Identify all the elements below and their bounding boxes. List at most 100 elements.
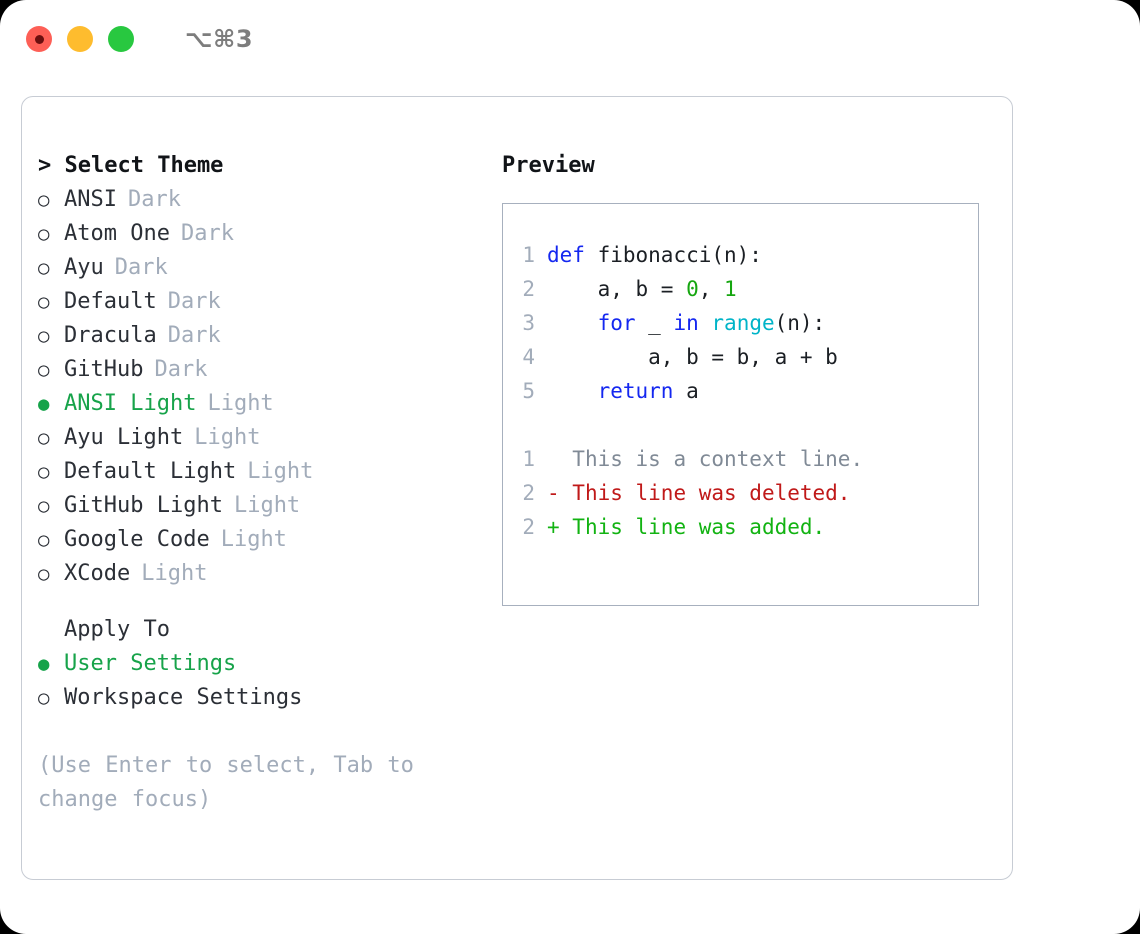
list-spacer bbox=[38, 591, 492, 613]
token-plain: fibonacci(n): bbox=[584, 243, 762, 267]
diff-text: This is a context line. bbox=[572, 447, 864, 471]
theme-option-0[interactable]: ○ ANSI Dark bbox=[38, 183, 492, 217]
theme-option-5[interactable]: ○ GitHub Dark bbox=[38, 353, 492, 387]
option-label: Ayu Light bbox=[64, 425, 184, 450]
close-button[interactable] bbox=[26, 26, 52, 52]
option-variant-label: Light bbox=[141, 561, 208, 586]
radio-unselected-icon: ○ bbox=[38, 325, 50, 347]
theme-option-4[interactable]: ○ Dracula Dark bbox=[38, 319, 492, 353]
radio-unselected-icon: ○ bbox=[38, 257, 50, 279]
theme-option-1[interactable]: ○ Atom One Dark bbox=[38, 217, 492, 251]
diff-sample: 1 This is a context line. 2- This line wa… bbox=[503, 442, 978, 544]
radio-unselected-icon: ○ bbox=[38, 529, 50, 551]
code-line: 3 for _ in range(n): bbox=[503, 306, 978, 340]
radio-unselected-icon: ○ bbox=[38, 359, 50, 381]
radio-unselected-icon: ○ bbox=[38, 495, 50, 517]
option-label: Google Code bbox=[64, 527, 210, 552]
radio-unselected-icon: ○ bbox=[38, 461, 50, 483]
token-plain: a bbox=[673, 379, 699, 403]
option-label: User Settings bbox=[64, 651, 237, 676]
code-text: for _ in range(n): bbox=[547, 306, 826, 340]
radio-selected-icon: ● bbox=[38, 393, 50, 415]
diff-line-ctx: 1 This is a context line. bbox=[503, 442, 978, 476]
theme-option-10[interactable]: ○ Google Code Light bbox=[38, 523, 492, 557]
line-number: 4 bbox=[522, 345, 535, 369]
apply-to-option-0[interactable]: ●User Settings bbox=[38, 647, 492, 681]
token-num: 1 bbox=[724, 277, 737, 301]
maximize-button[interactable] bbox=[108, 26, 134, 52]
diff-line-add: 2+ This line was added. bbox=[503, 510, 978, 544]
radio-unselected-icon: ○ bbox=[38, 291, 50, 313]
radio-unselected-icon: ○ bbox=[38, 189, 50, 211]
line-number: 3 bbox=[522, 311, 535, 335]
code-line: 1 def fibonacci(n): bbox=[503, 238, 978, 272]
token-kw: return bbox=[597, 379, 674, 403]
option-variant-label: Light bbox=[247, 459, 314, 484]
option-variant-label: Light bbox=[194, 425, 261, 450]
keyboard-hint-text: (Use Enter to select, Tab to change focu… bbox=[38, 753, 414, 812]
option-label: GitHub bbox=[64, 357, 144, 382]
theme-option-9[interactable]: ○ GitHub Light Light bbox=[38, 489, 492, 523]
radio-unselected-icon: ○ bbox=[38, 687, 50, 709]
token-plain bbox=[699, 311, 712, 335]
token-kw: in bbox=[673, 311, 699, 335]
option-variant-label: Dark bbox=[154, 357, 208, 382]
diff-sign: + bbox=[547, 515, 573, 539]
option-variant-label: Dark bbox=[114, 255, 168, 280]
option-label: Atom One bbox=[64, 221, 170, 246]
line-number: 2 bbox=[522, 277, 535, 301]
token-plain: _ bbox=[635, 311, 674, 335]
token-plain bbox=[547, 311, 598, 335]
keyboard-shortcut-label: ⌥⌘3 bbox=[185, 25, 254, 53]
option-label: XCode bbox=[64, 561, 131, 586]
option-variant-label: Dark bbox=[167, 289, 221, 314]
option-label: Dracula bbox=[64, 323, 157, 348]
option-variant-label: Dark bbox=[167, 323, 221, 348]
radio-unselected-icon: ○ bbox=[38, 223, 50, 245]
option-variant-label: Light bbox=[220, 527, 287, 552]
option-label: Default Light bbox=[64, 459, 237, 484]
preview-header: Preview bbox=[502, 153, 595, 178]
line-number: 1 bbox=[522, 447, 535, 471]
diff-sign: - bbox=[547, 481, 573, 505]
option-variant-label: Dark bbox=[180, 221, 234, 246]
line-number: 1 bbox=[522, 243, 535, 267]
token-fn: range bbox=[711, 311, 775, 335]
select-theme-header: > Select Theme bbox=[38, 153, 224, 178]
option-variant-label: Dark bbox=[127, 187, 181, 212]
option-label: ANSI bbox=[64, 187, 117, 212]
line-number: 2 bbox=[522, 481, 535, 505]
theme-option-7[interactable]: ○ Ayu Light Light bbox=[38, 421, 492, 455]
token-kw: def bbox=[547, 243, 585, 267]
theme-option-8[interactable]: ○ Default Light Light bbox=[38, 455, 492, 489]
code-diff-gap bbox=[503, 408, 978, 442]
token-kw: for bbox=[597, 311, 636, 335]
diff-text: This line was added. bbox=[572, 515, 826, 539]
minimize-button[interactable] bbox=[67, 26, 93, 52]
option-label: ANSI Light bbox=[64, 391, 197, 416]
diff-text: This line was deleted. bbox=[572, 481, 851, 505]
radio-unselected-icon: ○ bbox=[38, 427, 50, 449]
apply-to-list[interactable]: ●User Settings ○ Workspace Settings bbox=[38, 647, 492, 715]
token-plain: (n): bbox=[774, 311, 826, 335]
option-label: GitHub Light bbox=[64, 493, 223, 518]
token-plain: a, b = b, a + b bbox=[547, 345, 838, 369]
code-line: 2 a, b = 0, 1 bbox=[503, 272, 978, 306]
apply-to-option-1[interactable]: ○ Workspace Settings bbox=[38, 681, 492, 715]
token-plain bbox=[547, 379, 598, 403]
code-text: a, b = b, a + b bbox=[547, 340, 838, 374]
option-label: Workspace Settings bbox=[64, 685, 303, 710]
code-line: 4 a, b = b, a + b bbox=[503, 340, 978, 374]
code-text: def fibonacci(n): bbox=[547, 238, 762, 272]
code-text: a, b = 0, 1 bbox=[547, 272, 737, 306]
option-variant-label: Light bbox=[233, 493, 301, 518]
